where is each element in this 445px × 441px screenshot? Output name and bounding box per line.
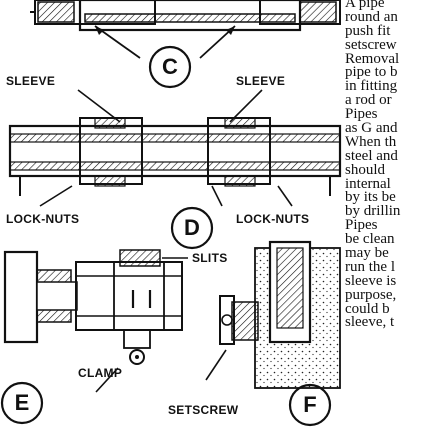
panel-d-letter: D <box>184 215 200 240</box>
label-clamp: CLAMP <box>78 366 123 380</box>
text-line: setscrew <box>345 36 397 53</box>
label-locknuts-right: LOCK-NUTS <box>236 212 310 226</box>
text-line: be clean <box>345 231 395 248</box>
text-line: could b <box>345 300 390 317</box>
text-line: by drillin <box>345 203 401 220</box>
label-slits: SLITS <box>192 251 228 265</box>
text-line: may be <box>345 245 389 262</box>
text-line: should <box>345 161 386 178</box>
text-line: sleeve, t <box>345 314 395 331</box>
panel-f-letter: F <box>303 392 317 417</box>
text-line: Removal <box>345 50 400 67</box>
panel-c-letter: C <box>162 54 178 79</box>
text-line: internal <box>345 175 391 192</box>
panel-f-drawing <box>205 240 341 427</box>
text-line: Pipes <box>345 217 378 234</box>
text-line: sleeve is <box>345 272 397 289</box>
label-locknuts-left: LOCK-NUTS <box>6 212 80 226</box>
text-line: When th <box>345 133 397 150</box>
text-line: A pipe <box>345 0 385 11</box>
text-line: run the l <box>345 258 395 275</box>
text-line: a rod or <box>345 92 392 109</box>
text-line: push fit <box>345 22 391 39</box>
panel-d-drawing <box>8 117 342 250</box>
panel-e-letter: E <box>14 390 30 415</box>
text-line: as G and <box>345 120 398 137</box>
text-line: purpose, <box>345 286 397 303</box>
label-sleeve-left: SLEEVE <box>6 74 56 88</box>
text-line: round an <box>345 8 398 25</box>
text-line: in fitting <box>345 78 398 95</box>
text-line: steel and <box>345 147 398 164</box>
text-line: by its be <box>345 189 396 206</box>
label-setscrew: SETSCREW <box>168 403 239 417</box>
text-line: pipe to b <box>345 64 398 81</box>
text-line: Pipes <box>345 106 378 123</box>
panel-e-drawing <box>0 249 188 425</box>
panel-c-drawing <box>30 0 341 123</box>
label-sleeve-right: SLEEVE <box>236 74 286 88</box>
